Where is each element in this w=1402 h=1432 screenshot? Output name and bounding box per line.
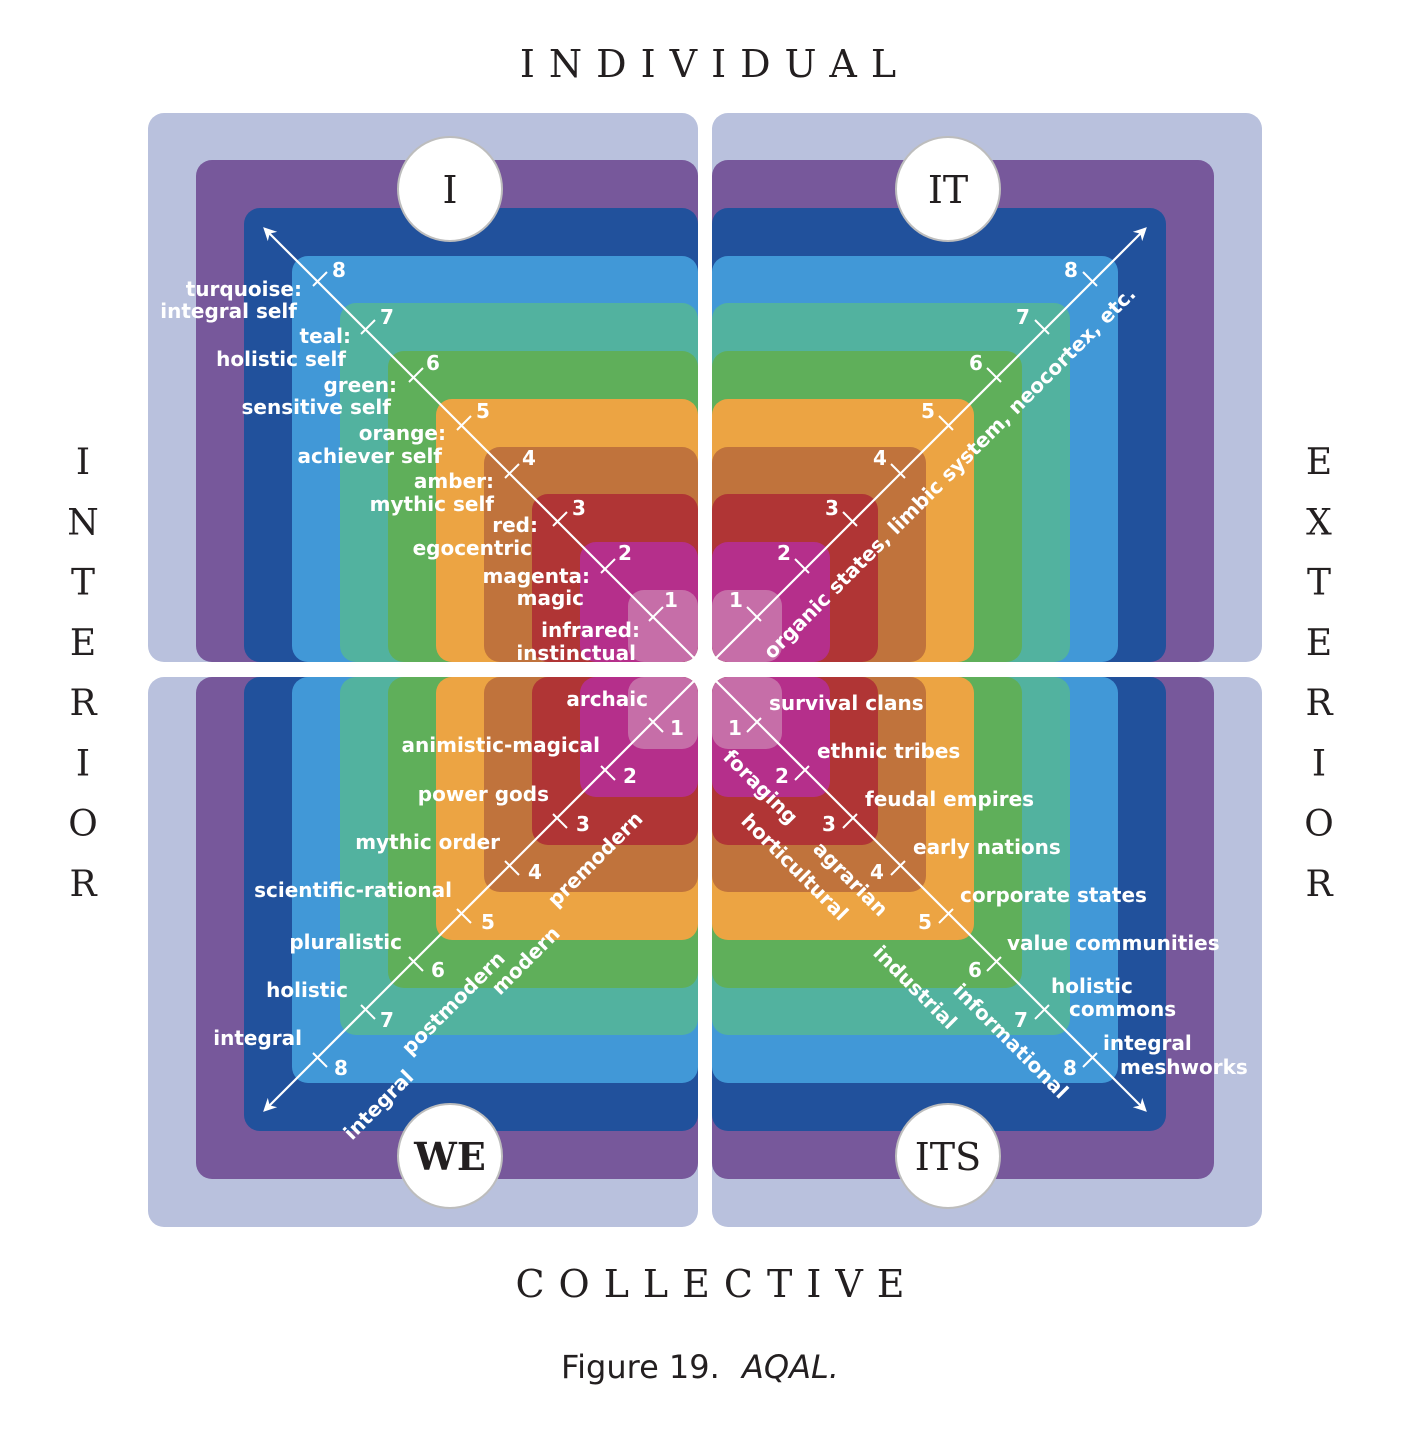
axis-bottom-collective: COLLECTIVE xyxy=(515,1262,918,1306)
svg-text:feudal empires: feudal empires xyxy=(865,787,1034,811)
svg-text:pluralistic: pluralistic xyxy=(289,930,402,954)
development-arrows xyxy=(263,227,1147,1112)
caption-title: AQAL. xyxy=(740,1348,839,1386)
arrow-lower-left xyxy=(263,678,697,1112)
svg-text:4: 4 xyxy=(870,860,884,884)
level-numbers-ul: 1 2 3 4 5 6 7 8 xyxy=(332,258,678,612)
svg-text:integral: integral xyxy=(1103,1031,1192,1055)
svg-text:5: 5 xyxy=(476,399,490,423)
svg-text:3: 3 xyxy=(822,812,836,836)
svg-text:2: 2 xyxy=(623,764,637,788)
svg-text:6: 6 xyxy=(431,958,445,982)
ul-stage-labels: infrared: instinctual magenta: magic red… xyxy=(160,277,640,665)
badge-we: WE xyxy=(397,1103,503,1209)
svg-text:7: 7 xyxy=(380,1008,394,1032)
svg-text:sensitive self: sensitive self xyxy=(242,395,392,419)
svg-text:I: I xyxy=(442,168,457,212)
svg-text:ITS: ITS xyxy=(915,1135,981,1179)
svg-text:5: 5 xyxy=(481,910,495,934)
svg-text:turquoise:: turquoise: xyxy=(186,277,302,301)
svg-text:egocentric: egocentric xyxy=(413,536,532,560)
svg-text:holistic: holistic xyxy=(266,978,348,1002)
svg-text:archaic: archaic xyxy=(566,687,648,711)
svg-text:achiever self: achiever self xyxy=(298,444,443,468)
svg-text:8: 8 xyxy=(1063,1056,1077,1080)
svg-text:2: 2 xyxy=(618,541,632,565)
arrow-upper-right xyxy=(713,227,1147,661)
svg-text:4: 4 xyxy=(522,446,536,470)
svg-text:value communities: value communities xyxy=(1007,931,1220,955)
arrow-upper-left xyxy=(263,227,697,661)
svg-text:early nations: early nations xyxy=(913,835,1061,859)
svg-text:1: 1 xyxy=(670,716,684,740)
svg-text:orange:: orange: xyxy=(359,421,446,445)
caption-prefix: Figure 19. xyxy=(561,1348,720,1386)
svg-text:4: 4 xyxy=(873,446,887,470)
svg-text:7: 7 xyxy=(1016,305,1030,329)
svg-text:7: 7 xyxy=(1014,1008,1028,1032)
svg-text:3: 3 xyxy=(576,812,590,836)
svg-text:2: 2 xyxy=(777,541,791,565)
ll-stage-labels: archaic animistic-magical power gods myt… xyxy=(213,687,648,1050)
svg-text:5: 5 xyxy=(921,399,935,423)
svg-text:amber:: amber: xyxy=(414,469,494,493)
svg-text:animistic-magical: animistic-magical xyxy=(402,733,600,757)
svg-text:WE: WE xyxy=(413,1134,486,1179)
badge-i: I xyxy=(397,136,503,242)
arrow-lower-right xyxy=(713,678,1147,1112)
lr-stage-labels: survival clans ethnic tribes feudal empi… xyxy=(769,691,1248,1079)
svg-text:8: 8 xyxy=(334,1056,348,1080)
svg-text:holistic self: holistic self xyxy=(216,347,346,371)
svg-text:green:: green: xyxy=(323,373,397,397)
svg-text:8: 8 xyxy=(332,258,346,282)
svg-text:3: 3 xyxy=(572,496,586,520)
svg-text:teal:: teal: xyxy=(300,324,351,348)
svg-text:7: 7 xyxy=(380,305,394,329)
svg-text:ethnic tribes: ethnic tribes xyxy=(817,739,960,763)
svg-text:infrared:: infrared: xyxy=(541,618,640,642)
svg-text:4: 4 xyxy=(528,860,542,884)
badge-its: ITS xyxy=(895,1103,1001,1209)
svg-text:integral: integral xyxy=(213,1026,302,1050)
svg-text:scientific-rational: scientific-rational xyxy=(254,878,452,902)
svg-text:instinctual: instinctual xyxy=(516,641,636,665)
svg-text:5: 5 xyxy=(918,910,932,934)
svg-text:mythic order: mythic order xyxy=(355,830,500,854)
svg-text:8: 8 xyxy=(1064,258,1078,282)
svg-text:1: 1 xyxy=(729,588,743,612)
svg-text:corporate states: corporate states xyxy=(960,883,1147,907)
svg-text:6: 6 xyxy=(426,351,440,375)
level-numbers-lr: 1 2 3 4 5 6 7 8 xyxy=(728,716,1077,1080)
svg-text:integral self: integral self xyxy=(160,299,297,323)
figure-caption: Figure 19. AQAL. xyxy=(561,1348,839,1386)
svg-text:power gods: power gods xyxy=(418,782,549,806)
svg-text:mythic self: mythic self xyxy=(370,492,495,516)
svg-text:6: 6 xyxy=(968,958,982,982)
svg-text:6: 6 xyxy=(969,351,983,375)
level-numbers-ll: 1 2 3 4 5 6 7 8 xyxy=(334,716,684,1080)
svg-text:holistic: holistic xyxy=(1051,974,1133,998)
svg-text:magic: magic xyxy=(517,586,584,610)
svg-text:IT: IT xyxy=(928,168,968,212)
svg-text:1: 1 xyxy=(728,716,742,740)
tick-marks xyxy=(312,271,1098,1068)
svg-text:red:: red: xyxy=(492,513,538,537)
svg-text:3: 3 xyxy=(825,496,839,520)
svg-text:2: 2 xyxy=(775,764,789,788)
svg-text:commons: commons xyxy=(1069,997,1176,1021)
svg-text:survival clans: survival clans xyxy=(769,691,924,715)
svg-text:magenta:: magenta: xyxy=(482,564,590,588)
axis-top-individual: INDIVIDUAL xyxy=(520,42,910,86)
svg-text:meshworks: meshworks xyxy=(1120,1055,1248,1079)
svg-text:1: 1 xyxy=(664,588,678,612)
badge-it: IT xyxy=(895,136,1001,242)
level-numbers-ur: 1 2 3 4 5 6 7 8 xyxy=(729,258,1078,612)
